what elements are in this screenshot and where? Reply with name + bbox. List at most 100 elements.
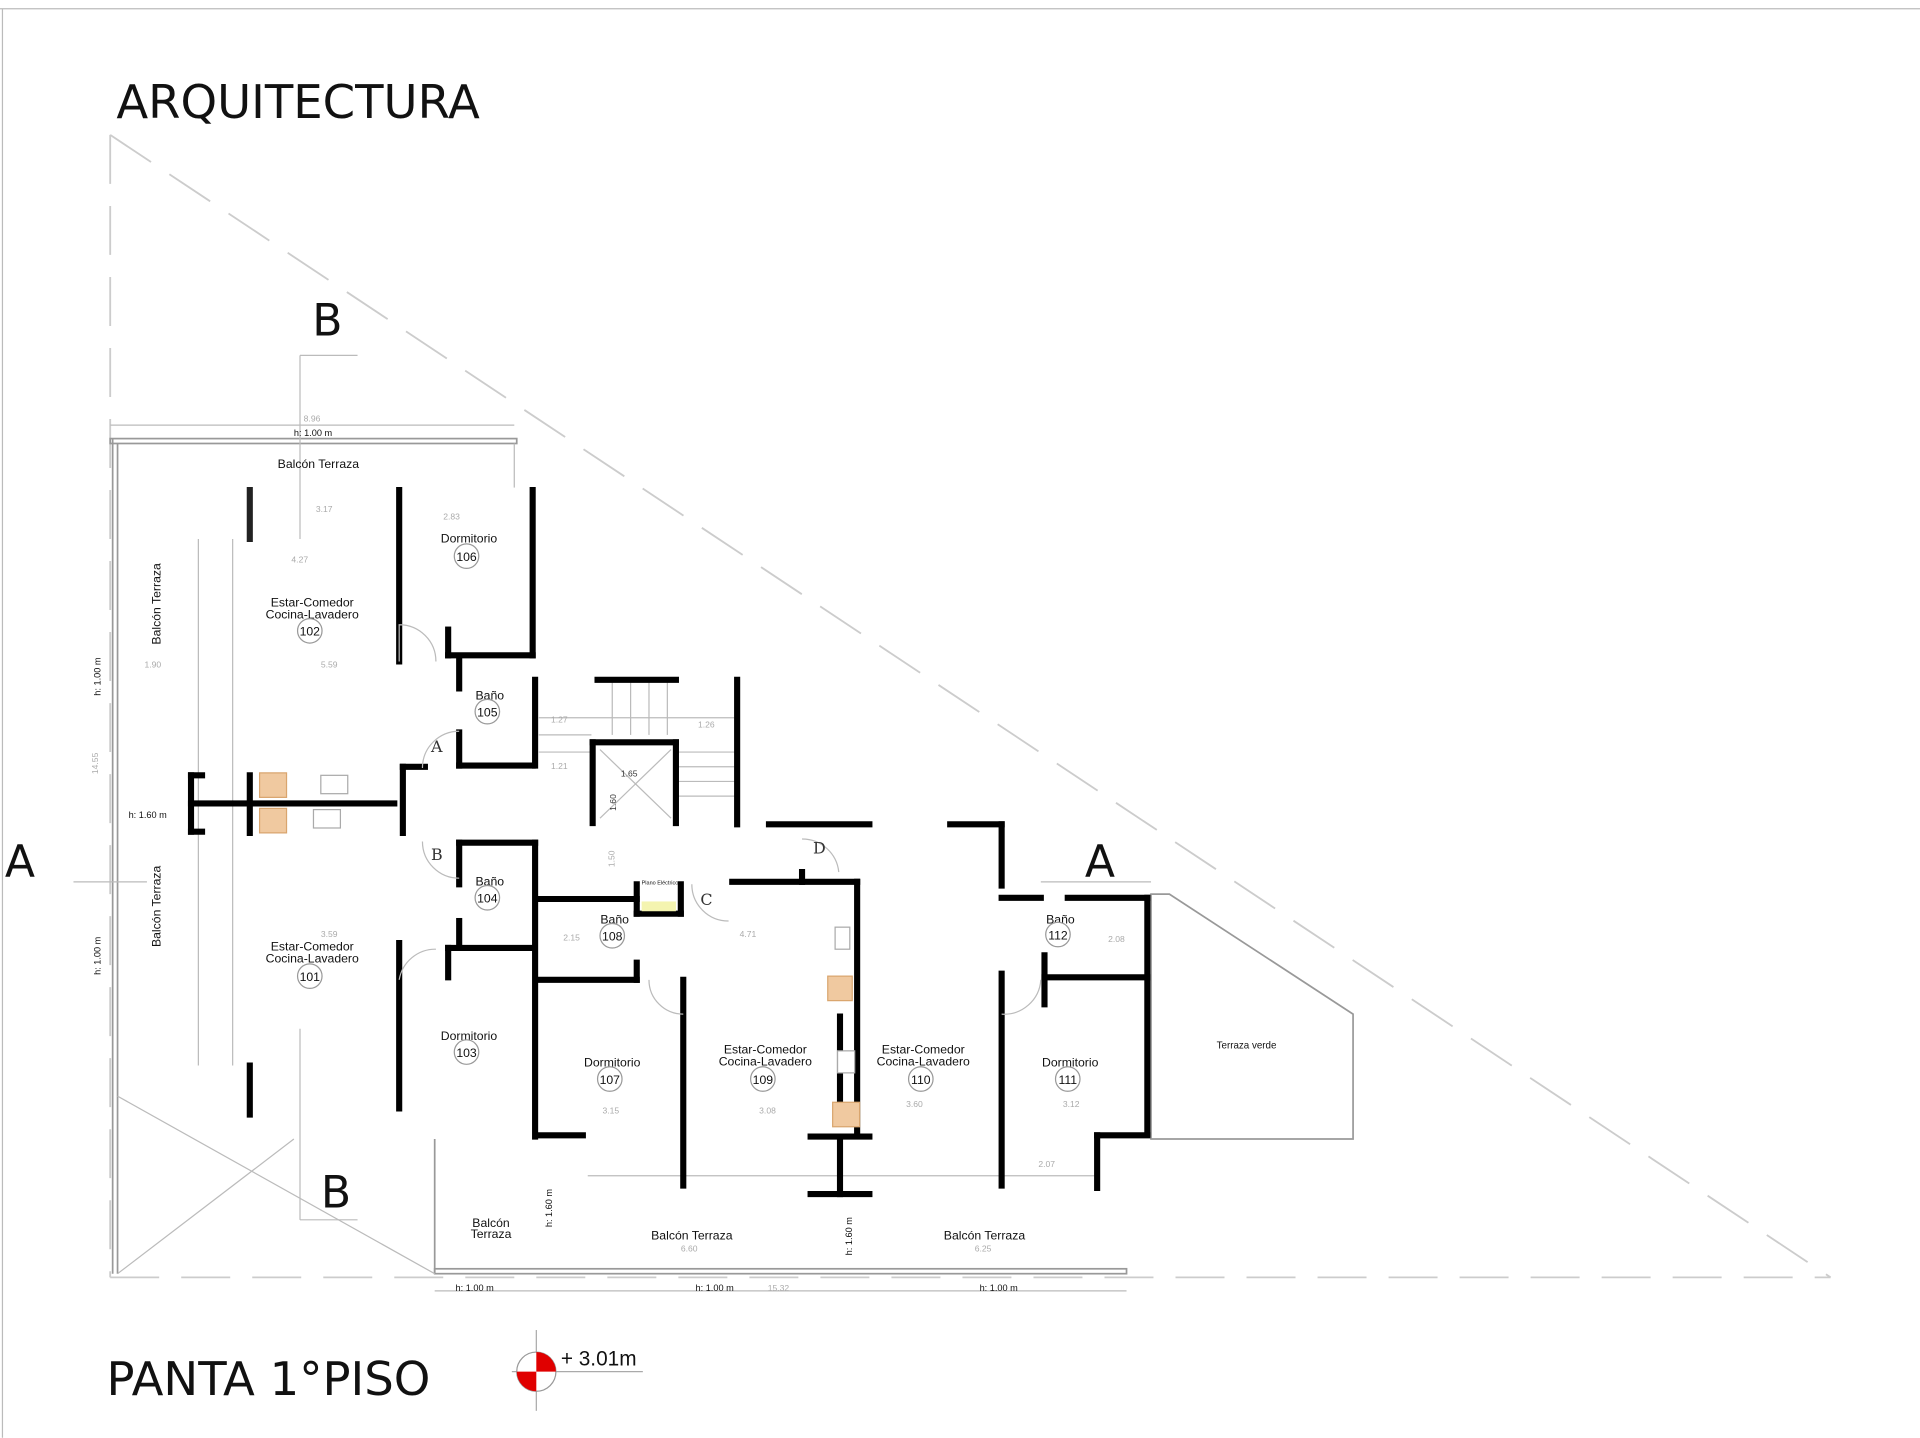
room-number-circle <box>1054 1066 1081 1092</box>
room-number: 101 <box>300 970 321 984</box>
dimension: 3.08 <box>759 1105 776 1115</box>
dimension: 15.32 <box>768 1283 790 1293</box>
kitchen-fixtures <box>258 772 861 1128</box>
dimension: 6.60 <box>681 1244 698 1254</box>
room-number: 104 <box>477 892 498 906</box>
room-111: Dormitorio 111 <box>1042 1056 1099 1092</box>
railing-height: h: 1.00 m <box>92 657 102 696</box>
room-name: Dormitorio <box>1042 1056 1099 1070</box>
level-value: + 3.01m <box>561 1348 637 1371</box>
dimension: 1.60 <box>608 794 618 811</box>
dimension: 1.50 <box>607 850 617 867</box>
room-number-circle <box>453 543 480 569</box>
room-number: 102 <box>300 625 321 639</box>
door-label: A <box>430 737 443 756</box>
dimension: 1.27 <box>551 715 568 725</box>
room-104: Baño 104 <box>474 875 505 911</box>
room-number: 111 <box>1058 1073 1077 1087</box>
railing-height: h: 1.00 m <box>456 1283 495 1293</box>
door-label: D <box>813 839 826 858</box>
room-number-circle <box>296 963 323 989</box>
room-number: 108 <box>602 930 623 944</box>
room-number-circle <box>296 617 323 644</box>
room-name: Estar-Comedor <box>882 1042 965 1056</box>
railing-height: h: 1.00 m <box>294 428 333 438</box>
room-number-circle <box>474 884 501 911</box>
balcony-label: Balcón Terraza <box>651 1228 733 1242</box>
dimension: 8.96 <box>304 413 321 423</box>
dimension: 3.15 <box>602 1105 619 1115</box>
room-name: Dormitorio <box>584 1056 641 1070</box>
balcony-label: Terraza <box>471 1227 512 1241</box>
room-name-2: Cocina-Lavadero <box>266 608 359 622</box>
room-name-2: Cocina-Lavadero <box>877 1055 970 1069</box>
page-title: ARQUITECTURA <box>116 75 480 129</box>
dimension: 2.15 <box>563 933 580 943</box>
balcony-label: Balcón Terraza <box>278 457 360 471</box>
room-name: Baño <box>476 688 505 702</box>
room-number: 103 <box>456 1046 477 1060</box>
room-number: 110 <box>911 1073 931 1087</box>
site-boundary <box>109 134 1832 1279</box>
balcony-label: Balcón Terraza <box>944 1228 1026 1242</box>
terraza-verde-label: Terraza verde <box>1217 1040 1277 1051</box>
electrical-panel-label: Plano Eléctrico <box>642 880 679 886</box>
dimension: 3.12 <box>1063 1099 1080 1109</box>
room-name: Baño <box>600 912 629 926</box>
room-labels: Dormitorio106Estar-ComedorCocina-Lavader… <box>266 532 1099 1092</box>
staircase <box>538 682 735 819</box>
room-number-circle <box>453 1039 480 1065</box>
walls <box>187 486 1151 1198</box>
dimension: 1.21 <box>551 761 568 771</box>
room-name: Estar-Comedor <box>271 939 354 953</box>
balcony-label: Balcón <box>472 1216 510 1230</box>
room-106: Dormitorio 106 <box>441 532 498 569</box>
dimension: 2.07 <box>1038 1159 1055 1169</box>
room-name: Dormitorio <box>441 1029 498 1043</box>
dimension: 14.55 <box>90 752 100 774</box>
room-number: 105 <box>477 706 498 720</box>
room-105: Baño 105 <box>474 688 505 725</box>
dimension: 1.65 <box>621 769 638 779</box>
room-name: Estar-Comedor <box>724 1042 807 1056</box>
dimension: 3.60 <box>906 1099 923 1109</box>
room-name-2: Cocina-Lavadero <box>266 952 359 966</box>
balcony-outlines <box>73 354 1354 1292</box>
railing-height: h: 1.60 m <box>129 810 168 820</box>
room-108: Baño 108 <box>599 912 629 949</box>
dimension: 4.71 <box>740 929 757 939</box>
railing-height: h: 1.00 m <box>92 936 102 975</box>
section-marker-a: A <box>5 837 35 888</box>
section-marker-a: A <box>1085 837 1115 888</box>
dimension: 1.90 <box>144 660 161 670</box>
room-number: 106 <box>456 550 477 564</box>
railing-height: h: 1.00 m <box>696 1283 735 1293</box>
dimension: 2.83 <box>443 511 460 521</box>
section-marker-b: B <box>321 1168 351 1219</box>
room-number-circle <box>596 1066 623 1092</box>
balcony-label: Balcón Terraza <box>149 865 163 947</box>
room-number: 112 <box>1048 928 1068 942</box>
railing-height: h: 1.00 m <box>980 1283 1019 1293</box>
door-swings <box>398 624 1042 1015</box>
room-number: 109 <box>753 1073 774 1087</box>
room-name: Estar-Comedor <box>271 595 354 609</box>
door-label: C <box>700 890 712 909</box>
dimension: 1.26 <box>698 720 715 730</box>
dimension: 6.25 <box>975 1244 992 1254</box>
room-103: Dormitorio 103 <box>441 1029 498 1065</box>
section-marker-b: B <box>312 296 342 347</box>
dimension: 3.59 <box>321 929 338 939</box>
balcony-label: Balcón Terraza <box>149 563 163 645</box>
room-number-circle <box>750 1066 776 1092</box>
room-name: Baño <box>476 875 505 889</box>
dimension: 4.27 <box>291 554 308 564</box>
room-number-circle <box>907 1066 934 1092</box>
room-name: Dormitorio <box>441 532 498 546</box>
